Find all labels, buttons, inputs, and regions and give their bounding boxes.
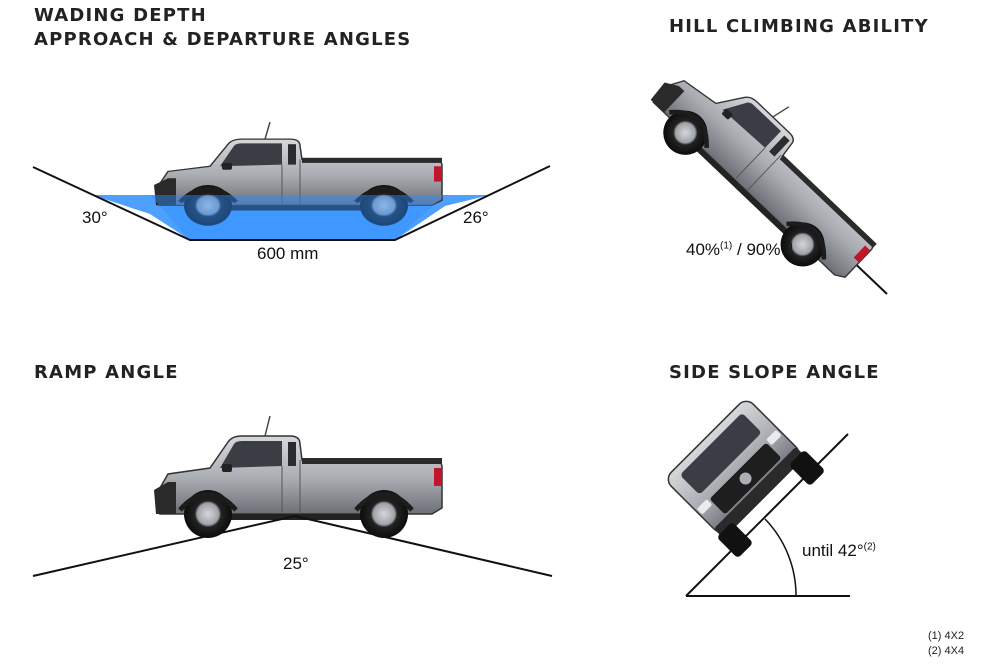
- hill-diagram: [634, 33, 903, 297]
- side-slope-value: until 42°: [802, 541, 864, 560]
- approach-departure-line: [32, 165, 551, 241]
- wading-diagram: [32, 122, 551, 241]
- side-slope-label: until 42°(2): [802, 541, 876, 561]
- footnotes: (1) 4X2 (2) 4X4: [928, 629, 964, 659]
- ramp-angle-label: 25°: [283, 554, 309, 573]
- ramp-truck: [154, 416, 442, 538]
- side-slope-note: (2): [863, 541, 876, 553]
- ramp-title: RAMP ANGLE: [34, 362, 179, 383]
- wading-title: WADING DEPTH APPROACH & DEPARTURE ANGLES: [34, 4, 411, 52]
- water-overlay: [150, 195, 445, 240]
- side-truck: [667, 400, 824, 557]
- ramp-diagram: [32, 416, 553, 577]
- side-angle-arc: [764, 518, 797, 597]
- side-slope-title: SIDE SLOPE ANGLE: [669, 362, 880, 383]
- hill-note-b: (2): [780, 240, 793, 252]
- hill-value-a: 40%: [686, 240, 721, 259]
- hill-note-a: (1): [720, 240, 733, 252]
- departure-angle-label: 26°: [463, 208, 489, 227]
- ramp-lines: [32, 514, 553, 577]
- footnote-2: (2) 4X4: [928, 645, 965, 657]
- wading-depth-label: 600 mm: [257, 244, 319, 263]
- wading-title-line2: APPROACH & DEPARTURE ANGLES: [34, 29, 412, 50]
- side-slope-diagram: [667, 400, 850, 597]
- wading-title-line1: WADING DEPTH: [34, 5, 207, 26]
- side-slope-line: [685, 433, 849, 597]
- approach-angle-label: 30°: [82, 208, 108, 227]
- hill-separator: /: [732, 240, 747, 259]
- hill-title: HILL CLIMBING ABILITY: [669, 16, 929, 37]
- hill-value-label: 40%(1) / 90%(2): [686, 240, 793, 260]
- hill-value-b: 90%: [746, 240, 781, 259]
- footnote-1: (1) 4X2: [928, 630, 965, 642]
